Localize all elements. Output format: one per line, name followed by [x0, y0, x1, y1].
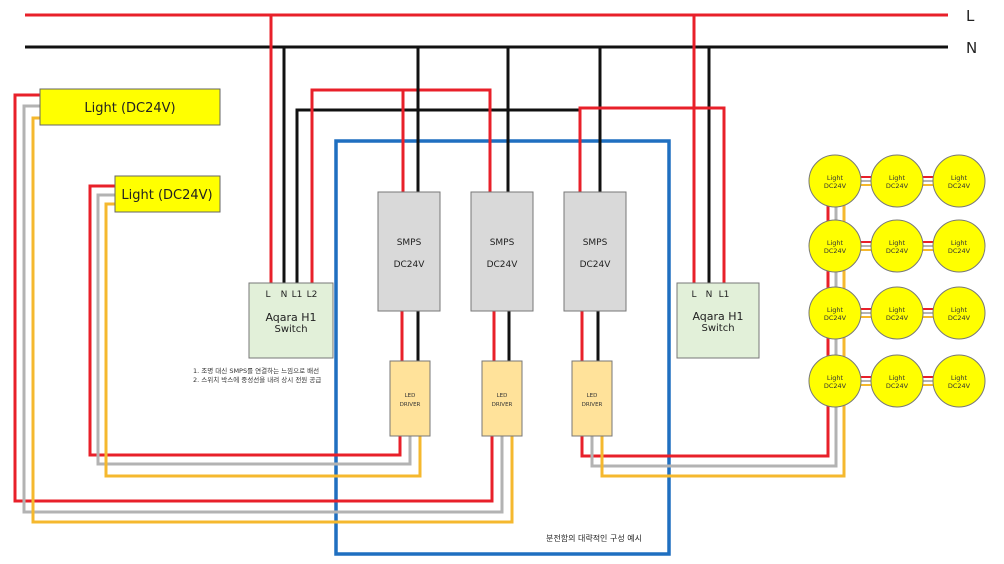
round-light-voltage: DC24V: [824, 182, 847, 190]
round-light-label: Light: [827, 306, 844, 314]
round-light-label: Light: [889, 174, 906, 182]
smps-1: SMPS DC24V: [377, 191, 441, 312]
round-light-voltage: DC24V: [886, 182, 909, 190]
driver2-gray-out: [22, 104, 504, 514]
led-driver-1-line2: DRIVER: [400, 402, 421, 408]
round-light-voltage: DC24V: [948, 314, 971, 322]
switch-left-terminal-l2: L2: [307, 290, 318, 300]
round-light-vertical-links: [826, 188, 846, 373]
led-driver-2: LED DRIVER: [481, 360, 523, 437]
light-top-label: Light (DC24V): [84, 101, 175, 116]
round-light-voltage: DC24V: [948, 382, 971, 390]
switch-right: [676, 282, 760, 359]
driver2-red-out: [13, 93, 494, 503]
round-light-label: Light: [951, 374, 968, 382]
round-light-voltage: DC24V: [886, 314, 909, 322]
smps-2-label: SMPS: [490, 238, 515, 248]
switch-left-terminal-l1: L1: [292, 290, 303, 300]
switch-right-terminal-l1: L1: [719, 290, 730, 300]
round-light-label: Light: [951, 174, 968, 182]
smps-3: SMPS DC24V: [563, 191, 627, 312]
round-light-label: Light: [951, 306, 968, 314]
driver3-red-out: [580, 373, 830, 458]
driver1-yellow-out: [104, 202, 422, 478]
led-driver-2-line2: DRIVER: [492, 402, 513, 408]
switch-right-terminal-l: L: [691, 290, 696, 300]
driver1-red-out: [88, 184, 402, 457]
round-light-label: Light: [889, 374, 906, 382]
switch-left-terminal-n: N: [281, 290, 288, 300]
switch-right-terminal-n: N: [706, 290, 713, 300]
smps-3-label: SMPS: [583, 238, 608, 248]
round-light-voltage: DC24V: [886, 247, 909, 255]
light-middle: [114, 175, 221, 213]
switch-left-terminal-l: L: [265, 290, 270, 300]
panel-caption: 분전함의 대략적인 구성 예시: [546, 533, 642, 543]
note-1: 1. 조명 대신 SMPS를 연결하는 느낌으로 배선: [193, 366, 319, 375]
led-driver-2-line1: LED: [497, 393, 508, 399]
smps-2-voltage: DC24V: [487, 260, 519, 270]
smps-1-label: SMPS: [397, 238, 422, 248]
light-middle-label: Light (DC24V): [121, 188, 212, 203]
light-top: [39, 88, 221, 126]
round-light-voltage: DC24V: [824, 382, 847, 390]
round-light-label: Light: [889, 306, 906, 314]
smps-3-voltage: DC24V: [580, 260, 612, 270]
round-light-voltage: DC24V: [948, 182, 971, 190]
round-light-voltage: DC24V: [824, 247, 847, 255]
round-light-label: Light: [827, 374, 844, 382]
switch-left-l2-wire: [310, 88, 405, 283]
led-driver-3-line1: LED: [587, 393, 598, 399]
neutral-bus-label: N: [966, 39, 977, 57]
switch-right-name: Aqara H1: [692, 310, 743, 323]
driver1-gray-out: [96, 193, 412, 466]
round-light-label: Light: [951, 239, 968, 247]
smps-2: SMPS DC24V: [470, 191, 534, 312]
distribution-panel: [334, 139, 671, 556]
led-driver-1-line1: LED: [405, 393, 416, 399]
round-light-horizontal-links: [859, 176, 935, 386]
round-light-label: Light: [827, 239, 844, 247]
switch-right-l1-wire: [578, 106, 726, 283]
led-driver-3-line2: DRIVER: [582, 402, 603, 408]
round-light-label: Light: [889, 239, 906, 247]
switch-left-l2b-wire: [403, 88, 492, 192]
driver3-yellow-out: [600, 373, 846, 478]
switch-left-name: Aqara H1: [265, 311, 316, 324]
led-driver-3: LED DRIVER: [571, 360, 613, 437]
switch-right-type: Switch: [701, 323, 734, 334]
led-driver-1: LED DRIVER: [389, 360, 431, 437]
round-light-voltage: DC24V: [948, 247, 971, 255]
driver2-yellow-out: [31, 116, 514, 524]
round-light-label: Light: [827, 174, 844, 182]
switch-left: [248, 282, 334, 359]
smps-1-voltage: DC24V: [394, 260, 426, 270]
round-light-voltage: DC24V: [824, 314, 847, 322]
live-bus-label: L: [966, 7, 975, 25]
round-light-voltage: DC24V: [886, 382, 909, 390]
round-light-grid: LightDC24VLightDC24VLightDC24VLightDC24V…: [808, 154, 986, 408]
driver3-gray-out: [590, 373, 838, 468]
note-2: 2. 스위치 박스에 중성선을 내려 상시 전원 공급: [193, 375, 321, 384]
switch-left-type: Switch: [274, 324, 307, 335]
